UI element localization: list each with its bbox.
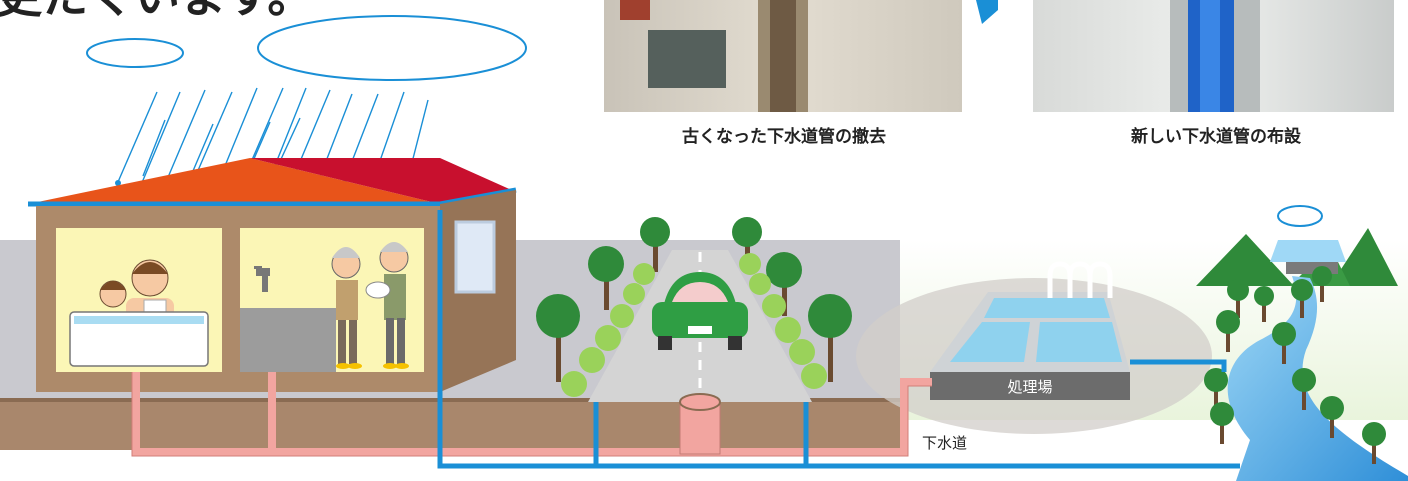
header-text: 更たくいます。 xyxy=(0,0,313,23)
bath-water xyxy=(74,316,204,324)
treatment-plant-label: 処理場 xyxy=(1007,378,1052,396)
bathtub xyxy=(69,311,209,367)
mountain-left xyxy=(1196,234,1294,286)
tree-row-right xyxy=(732,217,852,389)
ground xyxy=(0,400,900,450)
photo-new-pipe-laying xyxy=(1033,0,1394,112)
tree-cluster-river xyxy=(1204,266,1386,464)
photo-old-pipe-removal xyxy=(604,0,962,112)
faucet-icon xyxy=(254,266,270,292)
ground-top-line xyxy=(0,398,900,402)
cloud-mountain xyxy=(1277,205,1323,227)
cloud-large xyxy=(257,15,527,81)
photo-caption-left: 古くなった下水道管の撤去 xyxy=(682,126,886,147)
car-icon xyxy=(652,272,748,350)
roof-right xyxy=(250,158,516,204)
tree-row-left xyxy=(536,217,670,397)
roof-left xyxy=(28,158,440,204)
manhole-top xyxy=(679,393,721,411)
storm-water-pipe xyxy=(437,210,1240,469)
kitchen-sink xyxy=(240,308,336,372)
river xyxy=(1227,276,1408,481)
sewer-pipe-outline xyxy=(131,372,932,457)
photo-caption-right: 新しい下水道管の布設 xyxy=(1131,126,1302,147)
mountain-right xyxy=(1330,228,1398,286)
arrow-icon xyxy=(976,0,998,24)
treatment-plant xyxy=(930,261,1130,400)
sewer-label: 下水道 xyxy=(922,434,967,452)
sewer-pipe xyxy=(132,372,932,456)
side-window xyxy=(454,220,496,294)
cloud-small xyxy=(86,38,184,68)
elderly-couple-icon xyxy=(331,242,409,369)
